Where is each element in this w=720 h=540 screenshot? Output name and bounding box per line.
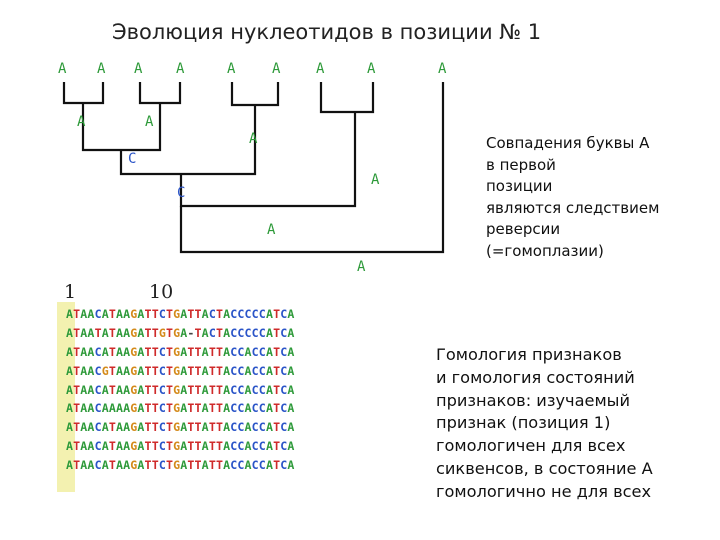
sequence-row: ATAACATAAGATTCTGATTATTACCACCATCA — [66, 382, 295, 397]
note-line: реверсии — [486, 220, 561, 238]
note-line: и гомология состояний — [436, 367, 635, 387]
page-title: Эволюция нуклеотидов в позиции № 1 — [112, 20, 542, 44]
sequence-row: ATAACATAAGATTCTGATTATTACCACCATCA — [66, 420, 295, 435]
sequence-row: ATAACAAAAGATTCTGATTATTACCACCATCA — [66, 401, 295, 416]
branch-join-1234 — [179, 174, 357, 208]
tree-branches — [62, 82, 445, 254]
leaf-label: A — [438, 61, 447, 77]
leaf-label: A — [316, 61, 325, 77]
sequence-row: ATAACATAAGATTCTGATTATTACCACCATCA — [66, 439, 295, 454]
note-line: позиции — [486, 177, 553, 195]
position-ruler-start: 1 — [64, 281, 77, 303]
sequence-row: ATAACATAAGATTCTGATTACTACCCCCATCA — [66, 307, 295, 321]
branch-pair-4 — [319, 82, 375, 114]
phylogenetic-tree: A A A A A A A A A A A C A C A A A — [58, 61, 447, 275]
column-1-highlight — [57, 302, 75, 492]
sequence-row: ATAACATAAGATTCTGATTATTACCACCATCA — [66, 344, 295, 359]
branch-pair-1 — [62, 82, 105, 105]
note-line: (=гомоплазии) — [486, 241, 604, 260]
leaf-label: A — [134, 61, 143, 77]
sequence-row: ATAACGTAAGATTCTGATTATTACCACCATCA — [66, 363, 295, 378]
note-line: гомологичен для всех — [436, 436, 626, 456]
internal-node-label: A — [249, 131, 258, 147]
sequence-row: ATAATATAAGATTGTGA-TACTACCCCCATCA — [66, 325, 295, 340]
note-line: признак (позиция 1) — [436, 413, 611, 433]
homology-note: Гомология признаков и гомология состояни… — [436, 344, 720, 504]
root-node-label: A — [357, 259, 366, 275]
sequence-alignment: ATAACATAAGATTCTGATTACTACCCCCATCA ATAATAT… — [66, 305, 295, 475]
leaf-label: A — [176, 61, 185, 77]
branch-join-123 — [119, 146, 257, 176]
note-line: Совпадения буквы А — [486, 134, 650, 152]
branch-root — [179, 82, 445, 254]
leaf-label: A — [227, 61, 236, 77]
internal-node-label: A — [371, 172, 380, 188]
reversion-note: Совпадения буквы А в первой позиции явля… — [486, 133, 716, 262]
internal-node-label: C — [177, 185, 185, 201]
note-line: сиквенсов, в состояние А — [436, 458, 653, 478]
note-line: гомологично не для всех — [436, 481, 652, 501]
leaf-label: A — [367, 61, 376, 77]
note-line: признаков: изучаемый — [436, 390, 630, 410]
internal-node-label: A — [145, 114, 154, 130]
internal-node-label: C — [128, 151, 136, 167]
internal-node-label: A — [77, 114, 86, 130]
leaf-label: A — [272, 61, 281, 77]
sequence-row: ATAACATAAGATTCTGATTATTACCACCATCA — [66, 458, 295, 473]
branch-pair-3 — [230, 82, 280, 107]
note-line: являются следствием — [486, 198, 660, 217]
leaf-label: A — [97, 61, 106, 77]
note-line: в первой — [486, 155, 556, 174]
internal-node-label: A — [267, 222, 276, 238]
leaf-label: A — [58, 61, 67, 77]
note-line: Гомология признаков — [436, 345, 622, 364]
branch-pair-2 — [138, 82, 182, 105]
position-ruler-mark: 10 — [149, 281, 174, 303]
tree-node-labels: A A A A A A A A A A A C A C A A A — [58, 61, 447, 275]
